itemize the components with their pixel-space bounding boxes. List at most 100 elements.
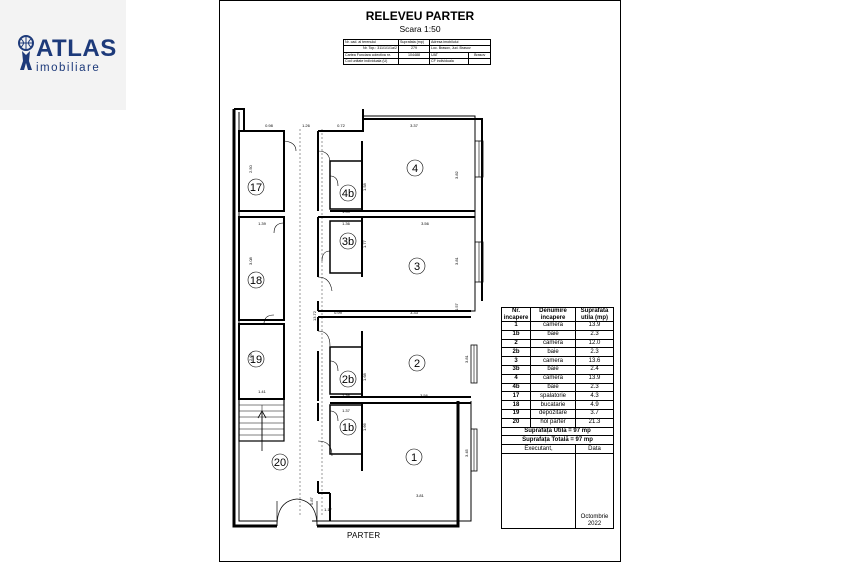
legend-total-area: Suprafața Totală = 97 mp [501, 435, 614, 446]
dim-label: 1.26 [302, 123, 311, 128]
room-label-18: 18 [250, 275, 262, 287]
walls [232, 108, 484, 528]
info-cell: CF individuala [428, 57, 470, 66]
dim-label: 1.58 [362, 182, 367, 191]
legend-room-area: 21.3 [575, 417, 614, 428]
room-label-4b: 4b [342, 188, 354, 200]
legend-room-number: 3b [501, 364, 531, 375]
room-label-3b: 3b [342, 236, 354, 248]
legend-header-name: Denumire incapere [530, 307, 576, 322]
plan-sheet: RELEVEU PARTER Scara 1:50 Nr. cad. al te… [219, 0, 621, 562]
legend-room-number: 2b [501, 347, 531, 358]
logo-panel: ATLAS imobiliare [0, 0, 126, 110]
atlas-figure-icon [18, 35, 34, 70]
legend-room-number: 3 [501, 356, 531, 366]
legend-room-area: 2.3 [575, 329, 614, 340]
room-label-1: 1 [411, 452, 417, 464]
cadastral-info-table: Nr. cad. al terenului Suprafata (mp) Adr… [343, 38, 491, 66]
legend-executant-space [501, 452, 576, 529]
floor-label: PARTER [347, 531, 381, 540]
room-label-17: 17 [250, 182, 262, 194]
room-label-1b: 1b [342, 422, 354, 434]
dim-label: 1.36 [342, 393, 351, 398]
legend-room-name: baie [530, 364, 576, 375]
legend-room-area: 3.7 [575, 408, 614, 419]
plan-title: RELEVEU PARTER [365, 9, 475, 23]
legend-room-number: 19 [501, 408, 531, 419]
dim-label: 3.56 [420, 393, 429, 398]
legend-room-name: camera [530, 321, 576, 331]
dim-label: 3.33 [410, 310, 419, 315]
legend-room-name: depozitare [530, 408, 576, 419]
legend-executant: Executant, [501, 444, 576, 454]
dim-label: 3.81 [416, 493, 425, 498]
legend-room-name: spalatorie [530, 391, 576, 402]
stair-arrow-icon [257, 410, 267, 451]
dim-label: 13.72 [312, 310, 317, 321]
legend-header-nr: Nr. incapere [501, 307, 531, 322]
dim-label: 1.77 [362, 239, 367, 248]
dim-label: 1.41 [258, 389, 267, 394]
logo-subtitle: imobiliare [36, 62, 101, 74]
legend-room-area: 13.9 [575, 321, 614, 331]
dim-label: 3.56 [421, 221, 430, 226]
dim-label: 0.98 [265, 123, 274, 128]
dim-label: 0.99 [334, 310, 343, 315]
legend-room-area: 13.9 [575, 373, 614, 384]
dim-label: 1.17 [324, 507, 333, 512]
legend-room-name: baie [530, 347, 576, 358]
floor-plan: 17 18 19 20 4 4b 3 3b 2 2b 1 1b 0.98 1.2… [232, 108, 484, 528]
legend-room-area: 13.6 [575, 356, 614, 366]
legend-room-name: bucatarie [530, 400, 576, 410]
legend-util-area: Suprafața Utilă = 97 mp [501, 426, 614, 437]
legend-room-number: 20 [501, 417, 531, 428]
dim-label: 3.37 [410, 123, 419, 128]
legend-room-number: 1b [501, 329, 531, 340]
room-label-2: 2 [414, 358, 420, 370]
legend-room-name: hol parter [530, 417, 576, 428]
dim-label: 1.66 [362, 422, 367, 431]
dim-label: 1.36 [342, 221, 351, 226]
dim-label: 1.39 [258, 221, 267, 226]
dim-label: 1.37 [342, 408, 351, 413]
legend-room-area: 4.9 [575, 400, 614, 410]
legend-room-number: 2 [501, 338, 531, 349]
legend-room-number: 4 [501, 373, 531, 384]
dim-label: 1.68 [362, 372, 367, 381]
dim-label: 3.08 [248, 256, 253, 265]
dim-label: 0.57 [454, 302, 459, 311]
dim-label: 1.39 [342, 209, 351, 214]
room-label-4: 4 [412, 163, 418, 175]
legend-room-name: camera [530, 338, 576, 349]
legend-room-area: 2.3 [575, 382, 614, 393]
legend-room-name: baie [530, 382, 576, 393]
room-label-20: 20 [274, 457, 286, 469]
legend-room-name: baie [530, 329, 576, 340]
legend-room-area: 12.0 [575, 338, 614, 349]
legend-room-area: 2.4 [575, 364, 614, 375]
legend-room-number: 18 [501, 400, 531, 410]
room-label-19: 19 [250, 354, 262, 366]
room-area-legend: Nr. incapere Denumire incapere Suprafata… [501, 307, 614, 529]
dim-label: 2.50 [248, 164, 253, 173]
logo-name: ATLAS [36, 35, 117, 62]
legend-room-number: 4b [501, 382, 531, 393]
info-cell [468, 57, 491, 66]
room-markers [247, 159, 426, 471]
room-label-2b: 2b [342, 374, 354, 386]
dim-label: 0.72 [337, 123, 346, 128]
legend-header-area: Suprafata utila (mp) [575, 307, 614, 322]
dim-label: 3.81 [464, 354, 469, 363]
legend-room-name: camera [530, 373, 576, 384]
legend-room-area: 2.3 [575, 347, 614, 358]
